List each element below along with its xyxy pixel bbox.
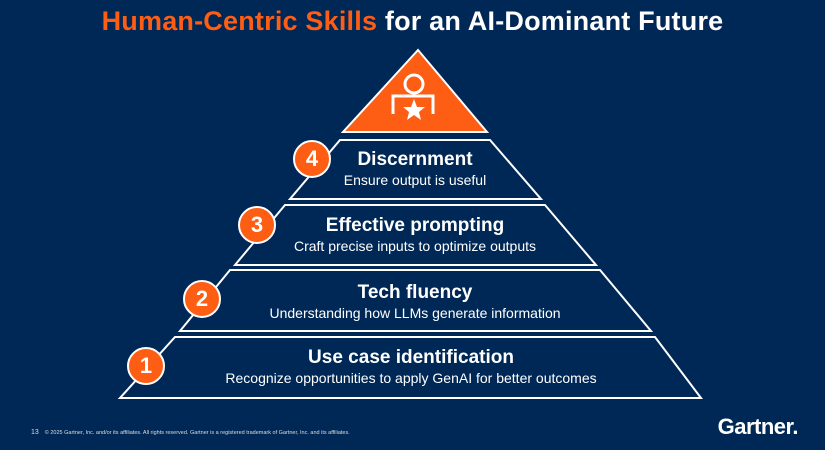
tier-4: Discernment Ensure output is useful — [215, 149, 615, 188]
tier-heading: Effective prompting — [325, 215, 505, 236]
tier-3-shape — [232, 204, 599, 266]
number-badge-3: 3 — [238, 206, 276, 244]
footer: 13 © 2025 Gartner, Inc. and/or its affili… — [31, 429, 350, 436]
pyramid-apex — [340, 48, 490, 133]
tier-heading: Discernment — [357, 149, 473, 170]
title-rest: for an AI-Dominant Future — [377, 6, 724, 36]
page-number: 13 — [31, 429, 39, 436]
gartner-logo: Gartner. — [717, 414, 799, 439]
tier-heading: Use case identification — [308, 347, 514, 368]
copyright: © 2025 Gartner, Inc. and/or its affiliat… — [44, 430, 350, 436]
tier-2: Tech fluency Understanding how LLMs gene… — [215, 282, 615, 321]
tier-1: Use case identification Recognize opport… — [211, 347, 611, 386]
number-badge-4: 4 — [293, 140, 331, 178]
number-badge-1: 1 — [127, 347, 165, 385]
tier-4-shape — [287, 139, 544, 200]
tier-3: Effective prompting Craft precise inputs… — [215, 215, 615, 254]
tier-description: Ensure output is useful — [343, 172, 487, 188]
slide-title: Human-Centric Skills for an AI-Dominant … — [0, 6, 825, 37]
number-badge-2: 2 — [183, 280, 221, 318]
tier-heading: Tech fluency — [357, 282, 473, 303]
title-highlight: Human-Centric Skills — [101, 6, 378, 36]
person-star-icon — [391, 73, 435, 120]
tier-description: Understanding how LLMs generate informat… — [269, 305, 561, 321]
tier-description: Recognize opportunities to apply GenAI f… — [225, 370, 597, 386]
tier-description: Craft precise inputs to optimize outputs — [293, 238, 536, 254]
